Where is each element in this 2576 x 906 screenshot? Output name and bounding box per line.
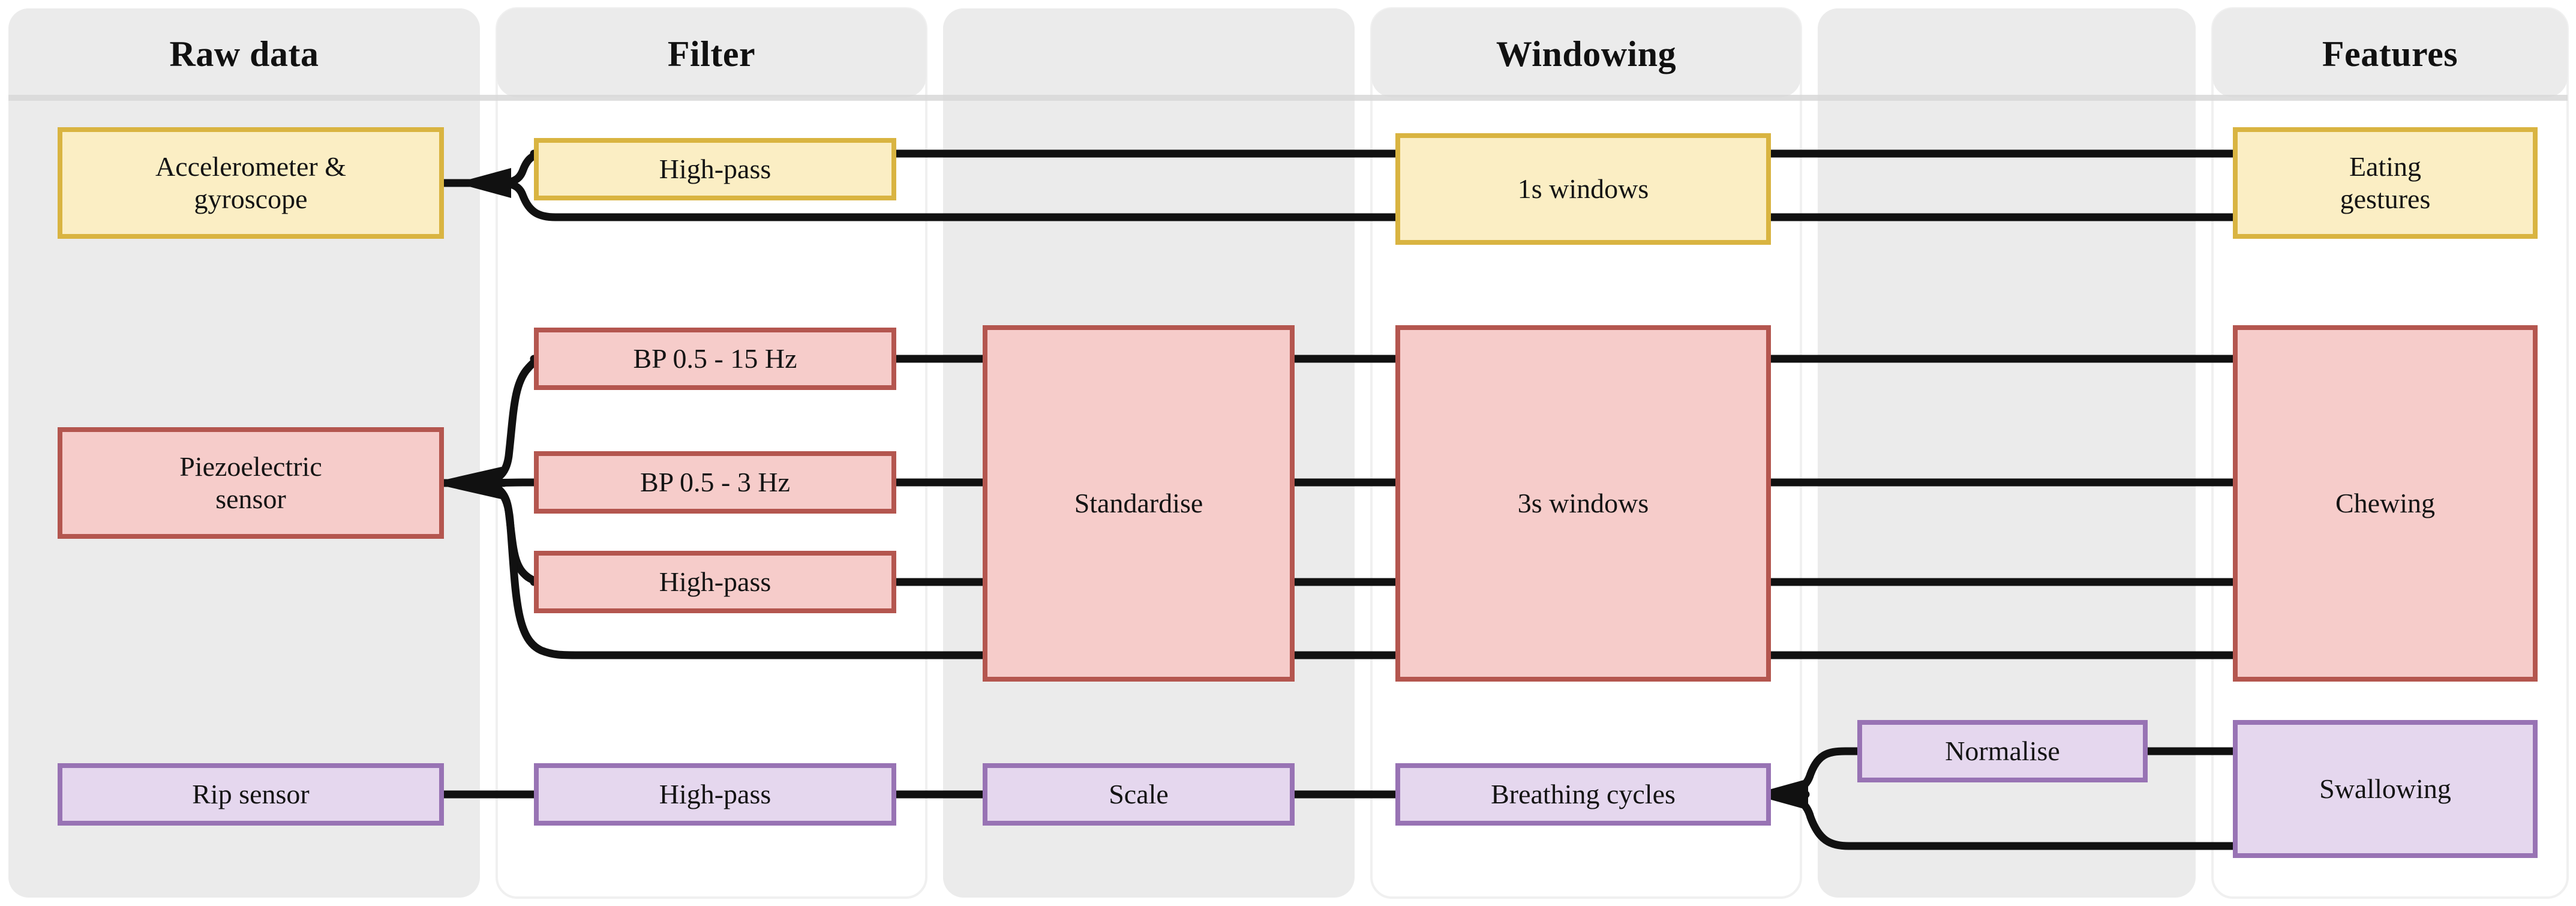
- node-chewing[interactable]: Chewing: [2233, 325, 2538, 682]
- header-band-col-5: [1818, 8, 2196, 97]
- column-band-col-5: [1818, 8, 2196, 898]
- node-bp-05-15[interactable]: BP 0.5 - 15 Hz: [534, 328, 896, 390]
- node-eating-gestures[interactable]: Eating gestures: [2233, 127, 2538, 239]
- node-hp-piezo[interactable]: High-pass: [534, 551, 896, 613]
- node-piezo-sensor[interactable]: Piezoelectric sensor: [58, 427, 444, 539]
- junction-arrowhead-breathing: [1752, 779, 1808, 810]
- node-scale[interactable]: Scale: [983, 763, 1295, 826]
- node-win-3s[interactable]: 3s windows: [1395, 325, 1771, 682]
- node-hp-rip[interactable]: High-pass: [534, 763, 896, 826]
- node-win-1s[interactable]: 1s windows: [1395, 133, 1771, 245]
- junction-arrowheads: [431, 168, 1808, 810]
- junction-arrowhead-accel: [456, 168, 511, 198]
- column-header-col-5: [1818, 12, 2196, 96]
- column-header-col-3: [943, 12, 1355, 96]
- header-strip: [8, 8, 2568, 101]
- header-divider: [8, 95, 2568, 101]
- node-rip-sensor[interactable]: Rip sensor: [58, 763, 444, 826]
- node-accel-gyro[interactable]: Accelerometer & gyroscope: [58, 127, 444, 239]
- header-band-windowing: [1371, 8, 1801, 97]
- node-normalise[interactable]: Normalise: [1857, 720, 2148, 782]
- header-band-features: [2212, 8, 2568, 97]
- header-band-filter: [497, 8, 926, 97]
- node-breathing-cycles[interactable]: Breathing cycles: [1395, 763, 1771, 826]
- edge-piezo-to-standardise-bypass: [470, 479, 987, 659]
- column-header-windowing: Windowing: [1496, 34, 1677, 74]
- junction-arrowhead-piezo: [431, 467, 502, 499]
- header-band-raw-data: [8, 8, 480, 97]
- column-header-raw-data: Raw data: [169, 34, 319, 74]
- node-swallowing[interactable]: Swallowing: [2233, 720, 2538, 858]
- column-header-filter: Filter: [667, 34, 756, 74]
- node-hp-accel[interactable]: High-pass: [534, 138, 896, 200]
- column-header-features: Features: [2322, 34, 2458, 74]
- header-band-col-3: [943, 8, 1355, 97]
- node-standardise[interactable]: Standardise: [983, 325, 1295, 682]
- node-bp-05-3[interactable]: BP 0.5 - 3 Hz: [534, 451, 896, 514]
